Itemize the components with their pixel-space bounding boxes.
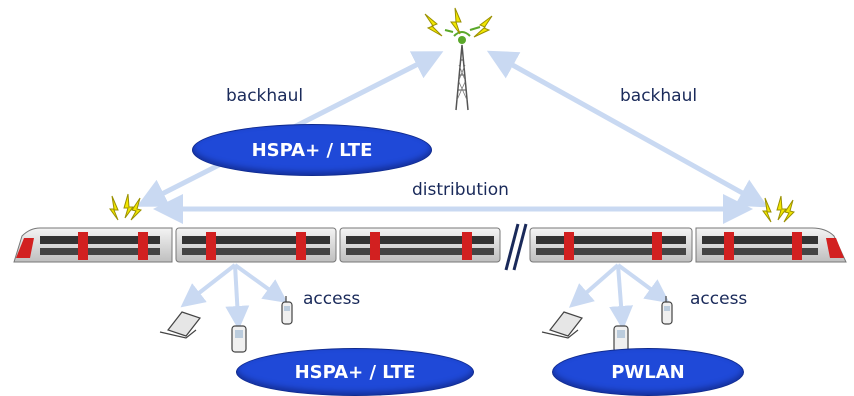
train-car-icon [529,227,693,263]
access-label-left: access [303,289,361,309]
train [13,223,847,271]
train-car-icon [339,227,501,263]
radio-tower-icon [453,31,471,111]
access-arrows-left [180,263,288,330]
distribution-label: distribution [412,180,509,200]
mobile-phone-icon [231,325,247,353]
train-break-mark [504,223,528,271]
backhaul-label-right: backhaul [620,86,698,106]
train-car-icon [13,227,173,263]
hspa-lte-backhaul-oval: HSPA+ / LTE [192,124,432,176]
train-antenna-signal-right-icon [762,195,795,223]
pwlan-access-oval: PWLAN [552,348,744,396]
laptop-icon [541,311,583,339]
train-car-icon [695,227,847,263]
train-car-icon [175,227,337,263]
backhaul-label-left: backhaul [226,86,304,106]
mobile-phone-icon [281,296,293,325]
laptop-icon [159,311,201,339]
mobile-phone-icon [661,296,673,325]
train-antenna-signal-left-icon [109,193,142,221]
access-label-right: access [690,289,748,309]
backhaul-arrow-right [486,50,769,208]
hspa-lte-access-oval: HSPA+ / LTE [236,348,474,396]
access-arrows-right [568,263,670,330]
tower-signal-icon [424,7,493,38]
